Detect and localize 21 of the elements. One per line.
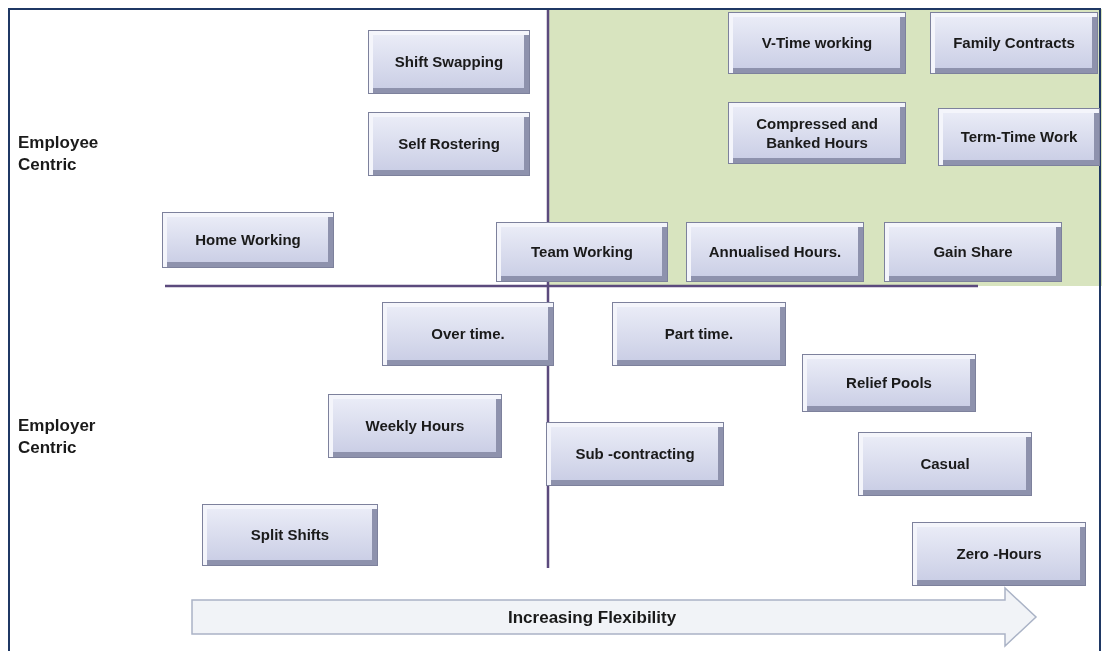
axis-label: Employer Centric: [18, 415, 97, 460]
practice-box: Term-Time Work: [938, 108, 1100, 166]
practice-box: Annualised Hours.: [686, 222, 864, 282]
practice-box: Part time.: [612, 302, 786, 366]
practice-box: Casual: [858, 432, 1032, 496]
practice-box: Relief Pools: [802, 354, 976, 412]
practice-box: Family Contracts: [930, 12, 1098, 74]
practice-box: Shift Swapping: [368, 30, 530, 94]
arrow-label: Increasing Flexibility: [508, 607, 677, 629]
practice-box: Over time.: [382, 302, 554, 366]
practice-box: Compressed and Banked Hours: [728, 102, 906, 164]
practice-box: Weekly Hours: [328, 394, 502, 458]
practice-box: Split Shifts: [202, 504, 378, 566]
practice-box: Sub -contracting: [546, 422, 724, 486]
practice-box: Zero -Hours: [912, 522, 1086, 586]
axis-label: Employee Centric: [18, 132, 100, 177]
practice-box: V-Time working: [728, 12, 906, 74]
practice-box: Home Working: [162, 212, 334, 268]
practice-box: Team Working: [496, 222, 668, 282]
practice-box: Gain Share: [884, 222, 1062, 282]
practice-box: Self Rostering: [368, 112, 530, 176]
